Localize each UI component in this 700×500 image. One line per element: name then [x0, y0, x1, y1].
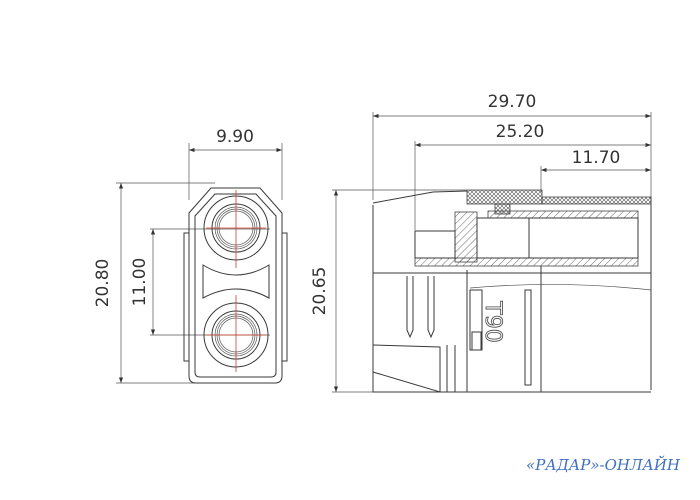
- body-marking-text: T90: [480, 300, 505, 342]
- front-width-label: 9.90: [216, 127, 254, 147]
- overall-length-label: 29.70: [488, 92, 537, 112]
- front-height-label: 20.80: [93, 259, 113, 308]
- front-view: 9.90 20.80 11.00: [93, 127, 288, 384]
- pitch-label: 11.00: [130, 258, 150, 307]
- length-3-label: 11.70: [572, 148, 621, 168]
- side-view: 29.70 25.20 11.70 20.65 T: [310, 92, 652, 393]
- keying-shape: [202, 264, 270, 299]
- side-height-label: 20.65: [310, 267, 330, 316]
- front-body-outline: [188, 187, 283, 384]
- length-2-label: 25.20: [496, 122, 545, 142]
- watermark-text: «РАДАР»-ОНЛАЙН: [526, 455, 681, 474]
